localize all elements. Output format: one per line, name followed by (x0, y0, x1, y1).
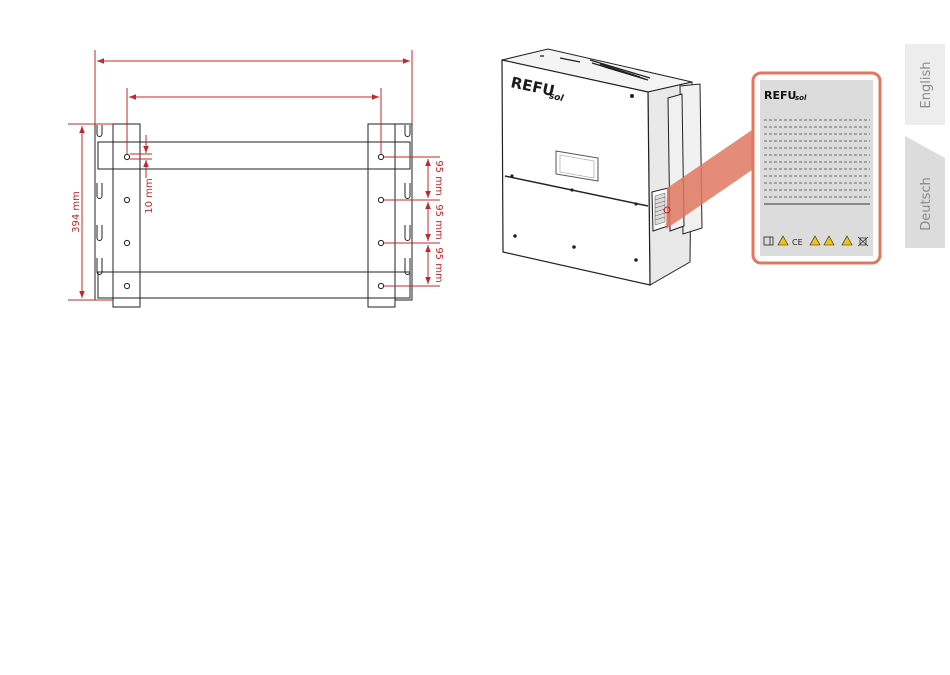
height-label: 394 mm (71, 191, 82, 233)
mounting-hole (378, 240, 383, 245)
mounting-bracket-drawing: 394 mm 10 mm 95 mm 95 mm 95 mm (68, 50, 444, 307)
mounting-hole (124, 240, 129, 245)
tab-english-label: English (919, 62, 934, 109)
mounting-hole (124, 154, 129, 159)
type-label-patch (652, 188, 668, 231)
top-rail (98, 142, 410, 169)
spacing-label-1: 95 mm (433, 160, 444, 195)
spacing-label-2: 95 mm (433, 204, 444, 239)
mounting-hole (124, 197, 129, 202)
mounting-hole (378, 283, 383, 288)
mounting-hole (378, 154, 383, 159)
language-tabs: English Deutsch (905, 44, 945, 248)
label-logo: REFU (764, 89, 796, 102)
tab-deutsch-label: Deutsch (919, 177, 934, 231)
spacing-label-3: 95 mm (433, 247, 444, 282)
inverter-illustration: REFU sol (502, 49, 702, 285)
hole-offset-label: 10 mm (144, 178, 155, 213)
mounting-hole (124, 283, 129, 288)
bottom-rail (98, 272, 410, 298)
ce-mark: CE (792, 238, 803, 247)
label-logo-sub: sol (795, 94, 807, 102)
type-label-magnified: REFU sol CE (753, 73, 880, 263)
mounting-hole (378, 197, 383, 202)
